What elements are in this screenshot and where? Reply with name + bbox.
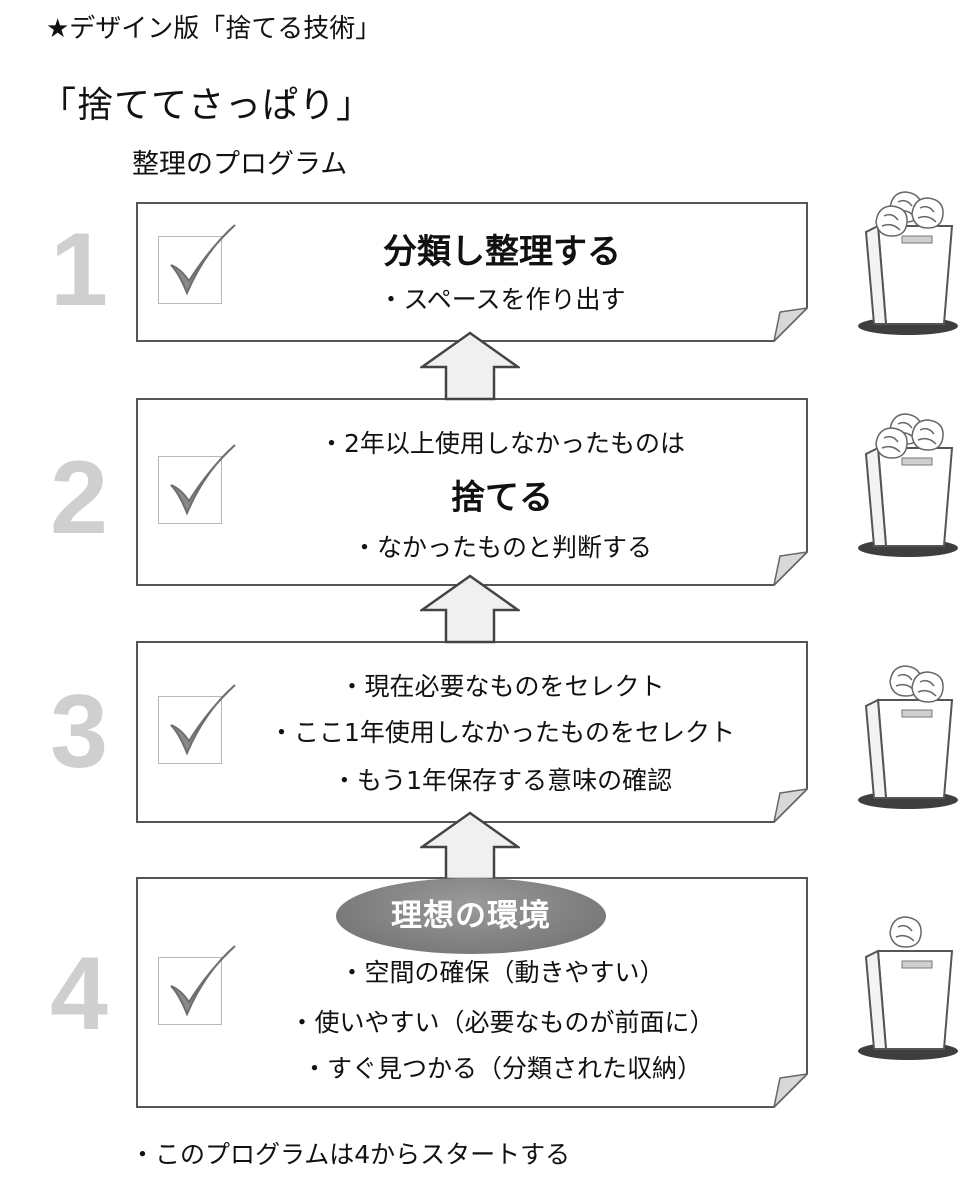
step-4-line-2: ・使いやすい（必要なものが前面に）: [289, 1008, 715, 1037]
goal-badge: 理想の環境: [336, 878, 606, 954]
step-3-line-1: ・現在必要なものをセレクト: [339, 672, 665, 701]
step-2-line-3: ・なかったものと判断する: [351, 533, 652, 562]
step-4-line-3: ・すぐ見つかる（分類された収納）: [301, 1054, 702, 1083]
up-arrow-icon: [420, 811, 520, 881]
step-card-3: ・現在必要なものをセレクト・ここ1年使用しなかったものをセレクト・もう1年保存す…: [136, 641, 808, 823]
checkmark-icon: [170, 444, 236, 516]
trash-bin-icon: [858, 191, 958, 335]
card-frame: [136, 398, 808, 586]
footnote: ・このプログラムは4からスタートする: [130, 1140, 571, 1169]
up-arrow-icon: [420, 574, 520, 644]
up-arrow-icon: [420, 331, 520, 401]
trash-bin-icon: [858, 916, 958, 1060]
step-4-line-1: ・空間の確保（動きやすい）: [339, 958, 665, 987]
trash-bin-icon: [858, 413, 958, 557]
step-2-line-1: ・2年以上使用しなかったものは: [319, 429, 685, 458]
step-number-3: 3: [50, 674, 108, 790]
main-title: 「捨ててさっぱり」: [40, 85, 374, 126]
checkbox: [158, 945, 236, 1025]
step-3-line-2: ・ここ1年使用しなかったものをセレクト: [269, 718, 735, 747]
step-number-2: 2: [50, 440, 108, 556]
step-number-4: 4: [50, 936, 108, 1052]
checkmark-icon: [170, 684, 236, 756]
step-2-line-2: 捨てる: [451, 478, 553, 518]
step-card-4: ・空間の確保（動きやすい） ・使いやすい（必要なものが前面に） ・すぐ見つかる（分類…: [136, 877, 808, 1108]
card-frame: [136, 202, 808, 342]
checkbox: [158, 684, 236, 764]
card-frame: [136, 641, 808, 823]
checkbox: [158, 224, 236, 304]
checkmark-icon: [170, 224, 236, 296]
card-frame: [136, 877, 808, 1108]
checkmark-icon: [170, 945, 236, 1017]
trash-bin-icon: [858, 665, 958, 809]
step-3-line-3: ・もう1年保存する意味の確認: [331, 766, 673, 795]
checkbox: [158, 444, 236, 524]
top-heading: ★デザイン版「捨てる技術」: [46, 14, 382, 44]
step-number-1: 1: [50, 212, 108, 328]
step-card-1: 分類し整理する・スペースを作り出す: [136, 202, 808, 342]
step-card-2: ・2年以上使用しなかったものは捨てる・なかったものと判断する: [136, 398, 808, 586]
program-subtitle: 整理のプログラム: [132, 149, 348, 180]
step-1-line-1: 分類し整理する: [383, 232, 621, 272]
step-1-line-2: ・スペースを作り出す: [378, 285, 626, 314]
